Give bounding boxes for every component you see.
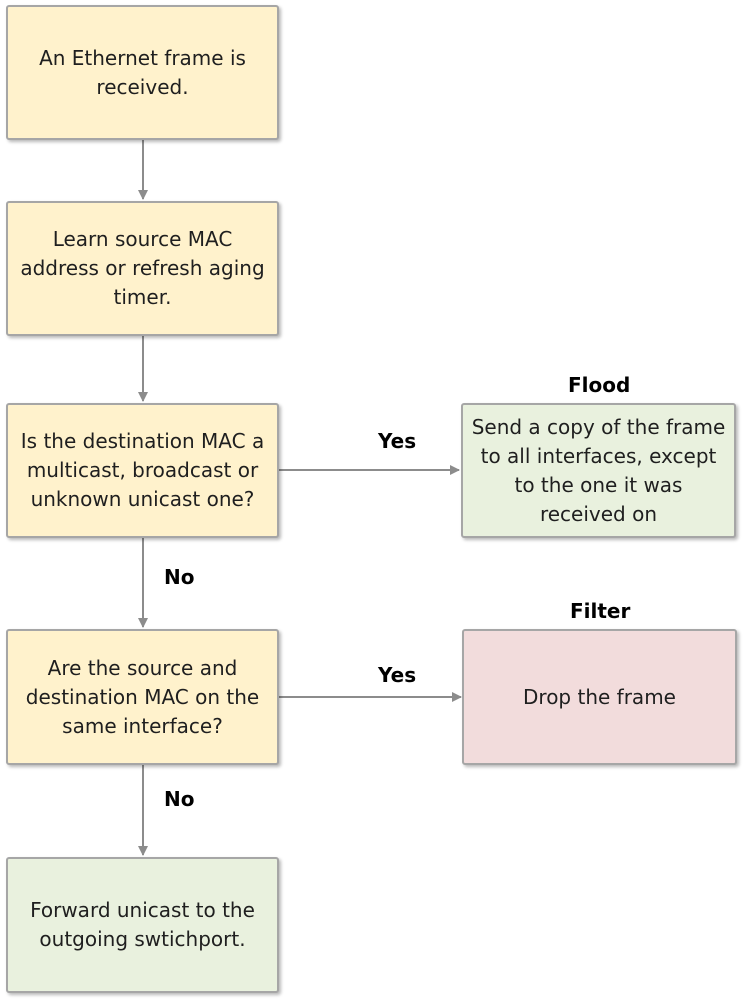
- node-drop-frame: Drop the frame: [462, 629, 737, 765]
- decision-same-interface: Are the source and destination MAC on th…: [6, 629, 279, 765]
- node-frame-received-text: An Ethernet frame is received.: [39, 45, 246, 99]
- node-frame-received: An Ethernet frame is received.: [6, 5, 279, 140]
- edge-label-no-to-same-interface: No: [164, 565, 195, 589]
- node-learn-source-mac: Learn source MAC address or refresh agin…: [6, 201, 279, 336]
- decision-same-interface-text: Are the source and destination MAC on th…: [25, 655, 260, 738]
- edge-label-yes-flood: Yes: [378, 429, 417, 453]
- decision-multicast-broadcast-text: Is the destination MAC a multicast, broa…: [20, 429, 265, 511]
- node-learn-source-mac-text: Learn source MAC address or refresh agin…: [20, 227, 265, 309]
- node-drop-frame-text: Drop the frame: [523, 684, 676, 709]
- decision-multicast-broadcast: Is the destination MAC a multicast, broa…: [6, 403, 279, 538]
- edge-label-yes-drop: Yes: [378, 663, 417, 687]
- edge-label-no-to-forward: No: [164, 787, 195, 811]
- filter-header: Filter: [570, 599, 631, 623]
- node-flood-text: Send a copy of the frame to all interfac…: [471, 414, 726, 526]
- node-flood: Send a copy of the frame to all interfac…: [461, 403, 736, 538]
- node-forward-unicast: Forward unicast to the outgoing swtichpo…: [6, 857, 279, 993]
- flood-header: Flood: [568, 373, 631, 397]
- node-forward-unicast-text: Forward unicast to the outgoing swtichpo…: [30, 898, 255, 951]
